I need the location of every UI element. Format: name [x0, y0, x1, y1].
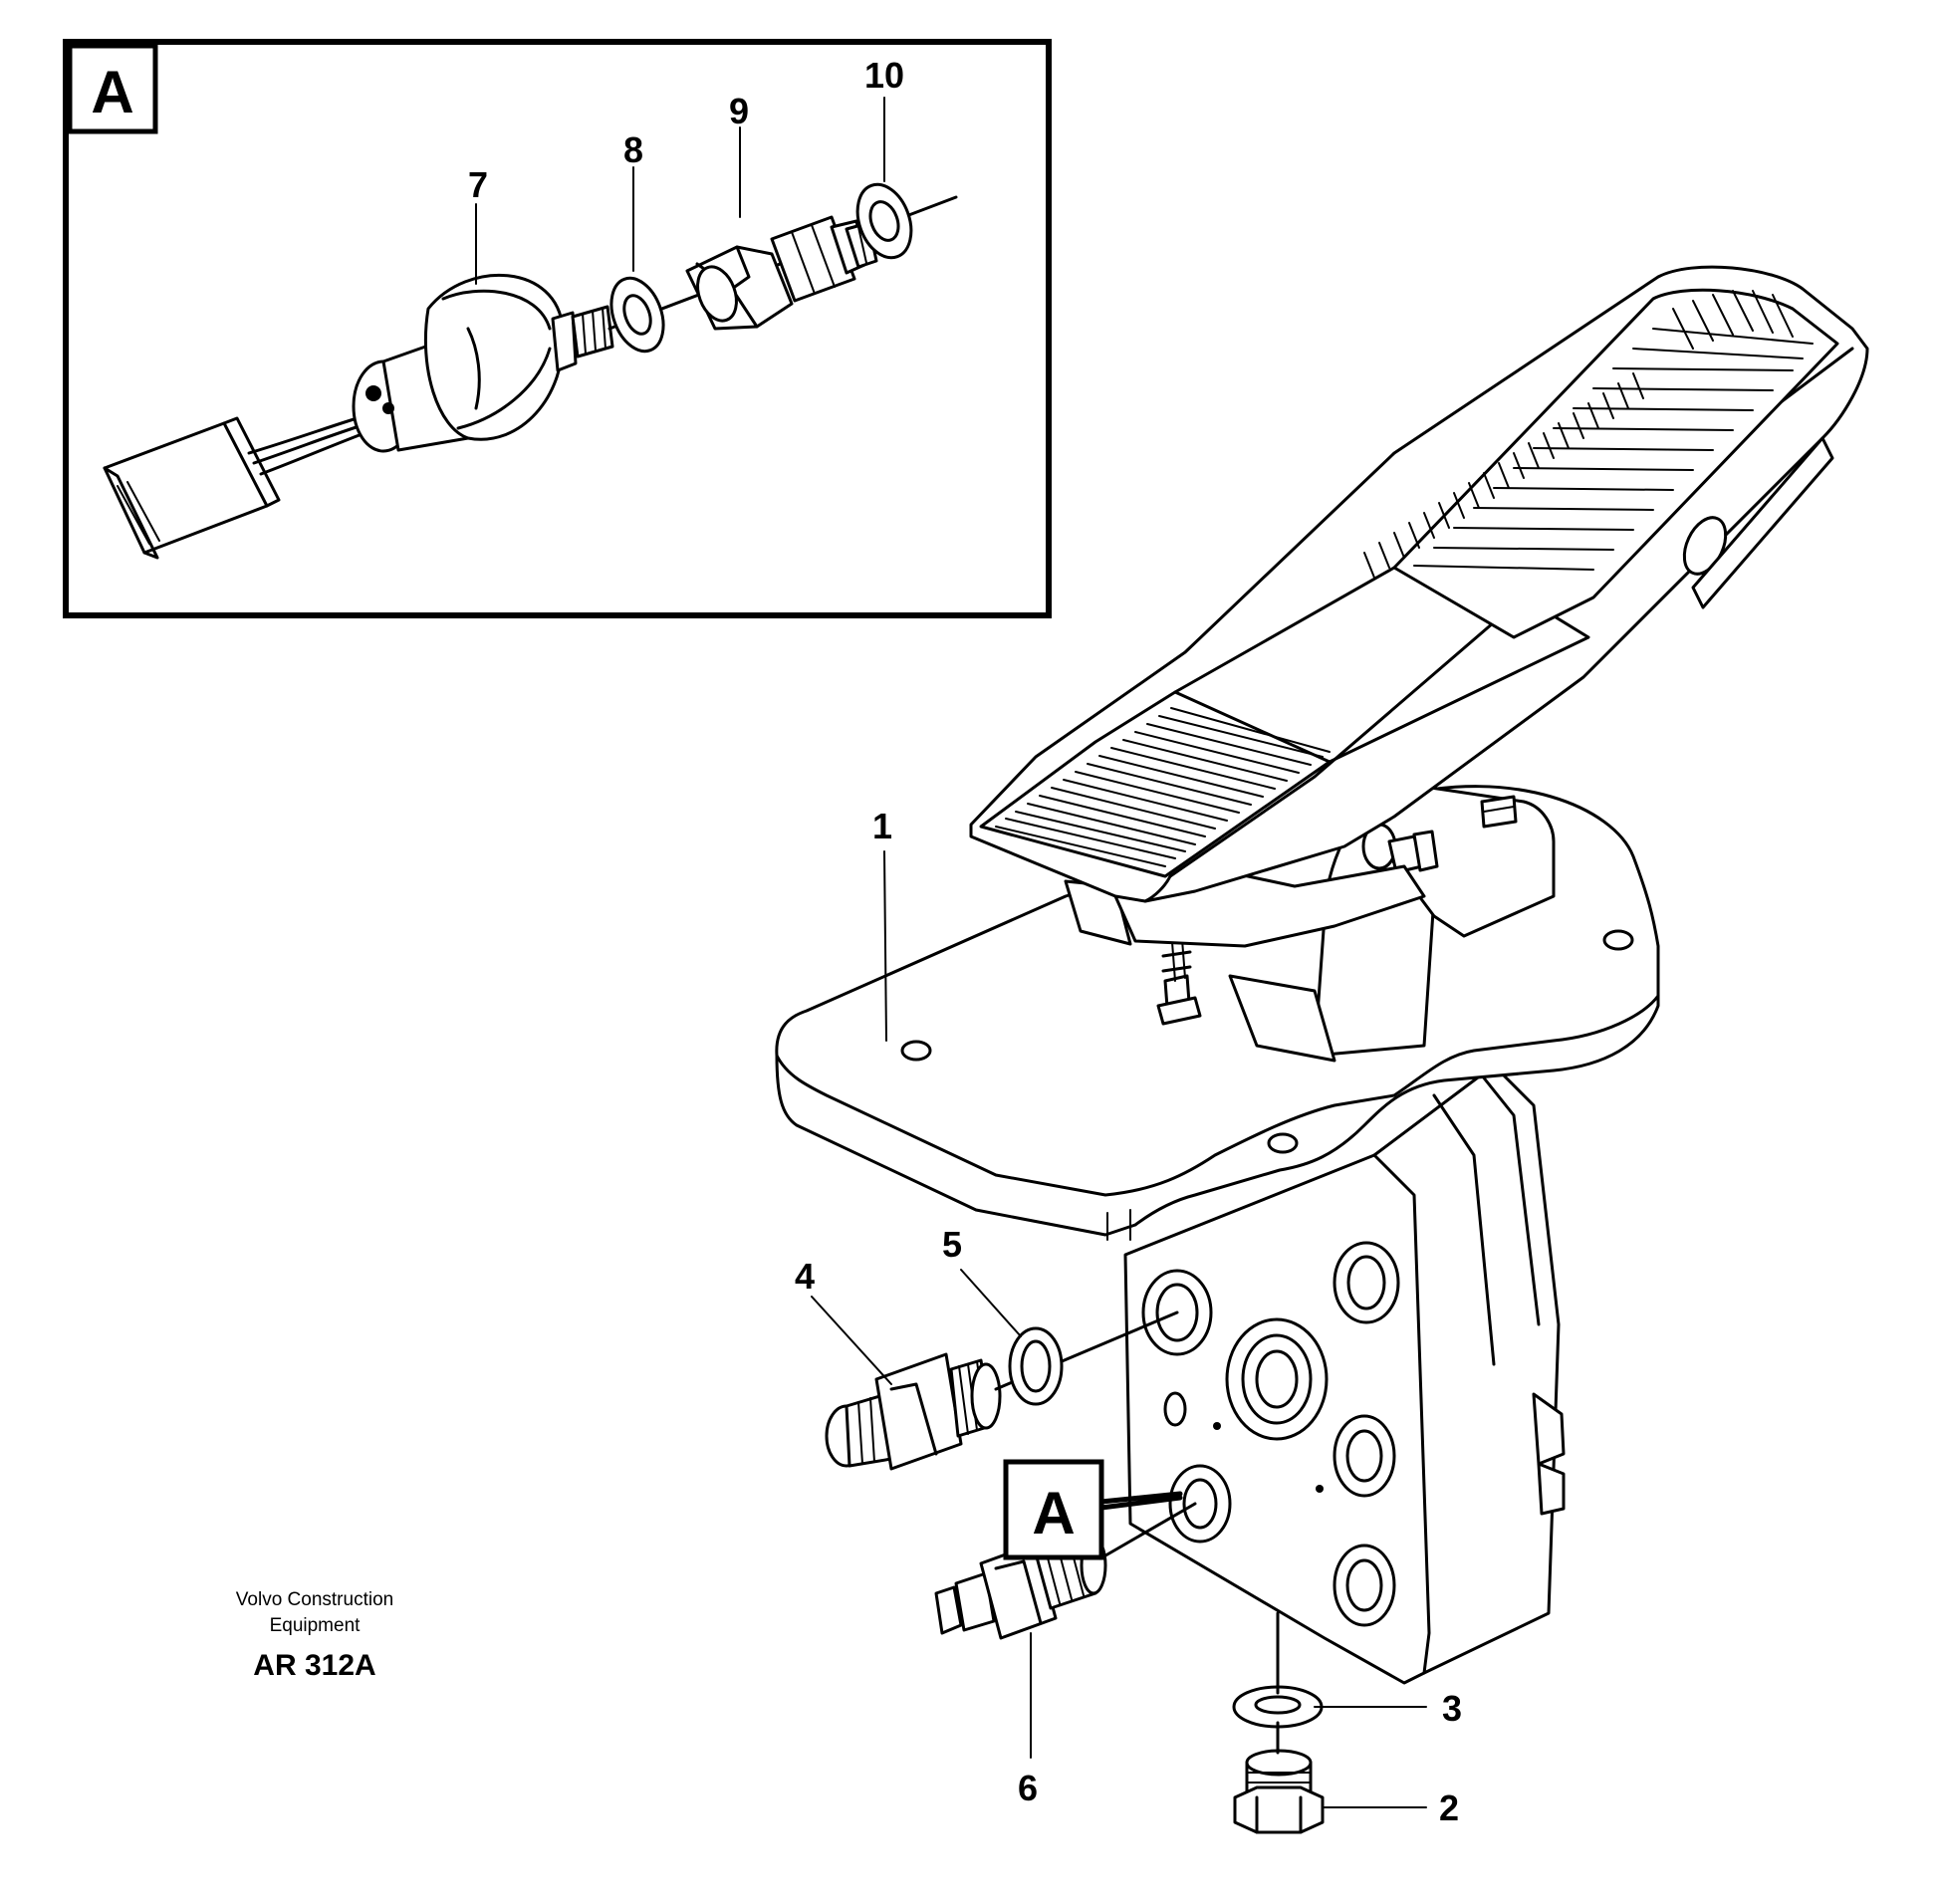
callout-9: 9: [729, 91, 749, 131]
callout-10: 10: [864, 55, 904, 96]
detail-label: A: [91, 59, 133, 125]
callout-1: 1: [872, 806, 892, 846]
callout-7: 7: [468, 164, 488, 205]
fitting-part-4: [825, 1352, 1002, 1471]
detail-ref-label: A: [1032, 1480, 1075, 1547]
caption-line-2: Equipment: [270, 1615, 362, 1636]
callout-8: 8: [623, 129, 643, 170]
pressure-switch-part-7: [103, 273, 614, 560]
o-ring-part-5: [1008, 1326, 1064, 1406]
washer-part-10: [855, 182, 913, 260]
detail-label-box: [67, 43, 158, 134]
publisher-caption: Volvo Construction Equipment AR 312A: [236, 1589, 393, 1682]
callout-5: 5: [942, 1224, 962, 1265]
callout-2: 2: [1439, 1787, 1459, 1828]
callout-4: 4: [795, 1256, 815, 1297]
valve-body: [1123, 1064, 1566, 1685]
caption-line-1: Volvo Construction: [236, 1589, 393, 1610]
caption-code: AR 312A: [253, 1649, 375, 1682]
callout-6: 6: [1018, 1768, 1038, 1808]
washer-part-8: [609, 276, 665, 354]
callout-3: 3: [1442, 1688, 1462, 1729]
brake-pedal: [969, 265, 1869, 903]
brake-pedal-valve-assembly: A 1 2 3 4 5 6: [775, 265, 1869, 1834]
detail-a-inset: A: [63, 39, 1052, 618]
adapter-part-9: [685, 215, 878, 331]
plug-part-2: [1233, 1749, 1325, 1834]
detail-ref-marker: A: [1003, 1459, 1183, 1560]
